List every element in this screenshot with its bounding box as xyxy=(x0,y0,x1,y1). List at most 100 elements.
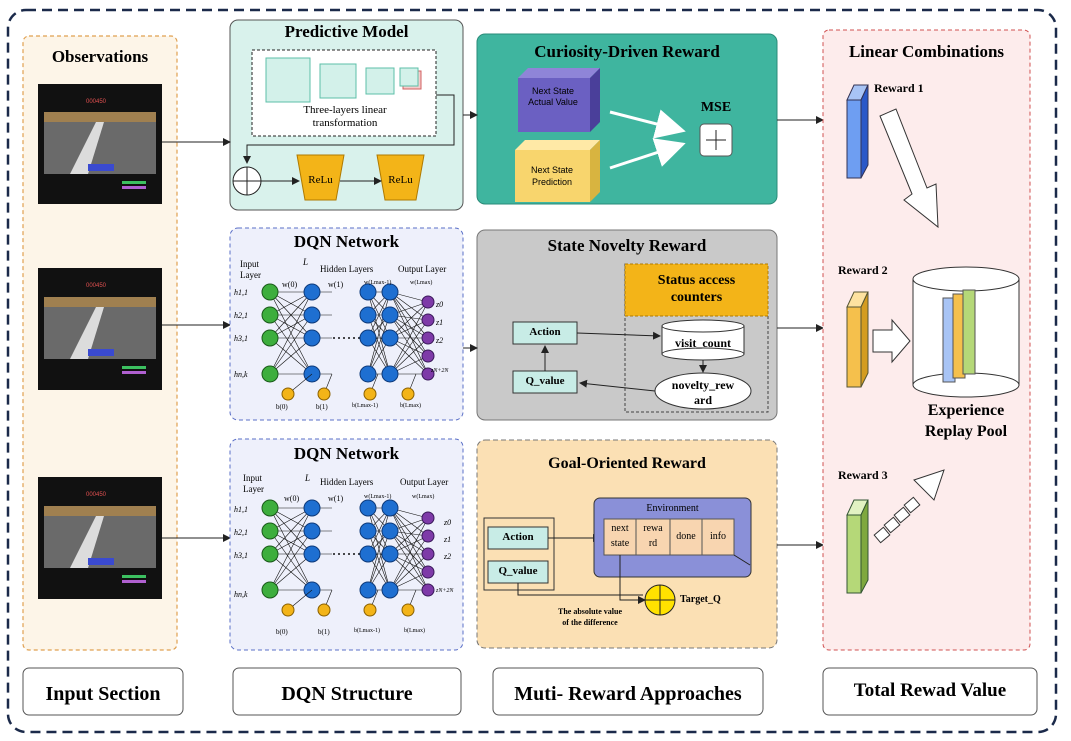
dqn2-input-node xyxy=(261,522,279,540)
env-reward-1: rewa xyxy=(643,523,663,534)
dqn2-wl: w(Lmax-1) xyxy=(364,494,392,500)
dqn1-bias-node xyxy=(281,387,295,401)
novelty-action-label: Action xyxy=(529,326,561,338)
dqn1-hidden-node xyxy=(303,306,321,324)
dqn2-input-layer-label: Input Layer xyxy=(243,473,264,494)
dqn2-h1: h1,1 xyxy=(234,505,248,514)
predictive-title: Predictive Model xyxy=(284,22,409,41)
dqn2-hidden-layers-label: Hidden Layers xyxy=(320,477,374,487)
target-q-label: Target_Q xyxy=(680,594,721,605)
reward3-label: Reward 3 xyxy=(838,468,888,482)
outer-frame xyxy=(6,8,1058,734)
dqn1-title: DQN Network xyxy=(293,232,400,251)
dqn2-hidden-node xyxy=(303,499,321,517)
dqn1-w1: w(1) xyxy=(328,280,344,289)
counters-label: Status access counters xyxy=(657,273,736,305)
dqn2-bias-node xyxy=(363,603,377,617)
dqn1-hidden-layers-label: Hidden Layers xyxy=(320,264,374,274)
dqn1-b1: b(1) xyxy=(316,403,328,411)
dqn1-bias-node xyxy=(317,387,331,401)
linear-title: Linear Combinations xyxy=(848,42,1005,61)
dqn1-hn: hn,k xyxy=(234,370,248,379)
reward1-block xyxy=(846,84,869,179)
dqn1-h2: h2,1 xyxy=(234,311,248,320)
multi-reward-box xyxy=(492,667,764,716)
dqn1-hidden-node xyxy=(359,329,377,347)
env-info: info xyxy=(709,531,727,542)
dqn2-ldn-label: L xyxy=(305,473,311,483)
env-done: done xyxy=(676,531,696,542)
env-next-state-1: next xyxy=(611,523,629,534)
novelty-reward-line1: novelty_rew xyxy=(671,378,735,392)
dqn1-z2: z2 xyxy=(436,336,444,345)
dqn-panel-1 xyxy=(229,227,464,421)
relu-block-2 xyxy=(376,154,425,201)
prediction-cube xyxy=(515,140,600,202)
dqn2-bias-node xyxy=(401,603,415,617)
score-1: 000450 xyxy=(86,99,107,105)
env-reward-2: rd xyxy=(648,538,658,549)
novelty-qvalue-label: Q_value xyxy=(525,375,565,387)
dqn2-hidden-node xyxy=(303,545,321,563)
dqn2-output-node xyxy=(421,565,435,579)
arrow-reward1-icon xyxy=(879,108,939,229)
dqn1-wo: w(Lmax) xyxy=(410,280,433,286)
goal-title: Goal-Oriented Reward xyxy=(548,455,706,472)
visit-count-label: visit_count xyxy=(674,336,731,350)
score-3: 000450 xyxy=(86,492,107,498)
dqn2-hidden-node xyxy=(359,522,377,540)
prediction-label: Next State Prediction xyxy=(530,165,574,187)
dqn1-z1: z1 xyxy=(436,318,444,327)
dqn1-input-node xyxy=(261,329,279,347)
actual-value-cube xyxy=(518,68,600,132)
dqn1-z0: z0 xyxy=(436,300,444,309)
dqn2-h2: h2,1 xyxy=(234,528,248,537)
dqn1-ldn-label: L xyxy=(303,257,309,267)
dqn2-output-node xyxy=(421,547,435,561)
goal-action-label: Action xyxy=(502,531,534,543)
dqn2-output-node xyxy=(421,511,435,525)
dqn1-hidden-node xyxy=(381,283,399,301)
dqn2-z0: z0 xyxy=(444,518,452,527)
dqn1-output-node xyxy=(421,313,435,327)
dqn1-h1: h1,1 xyxy=(234,288,248,297)
dqn1-hidden-node xyxy=(359,306,377,324)
dqn1-ellipsis xyxy=(333,337,360,339)
dqn1-output-node xyxy=(421,367,435,381)
dqn-structure-box xyxy=(232,667,462,716)
dqn2-output-node xyxy=(421,529,435,543)
counters-box xyxy=(624,263,769,317)
dqn1-input-node xyxy=(261,365,279,383)
game-frame-3 xyxy=(38,477,162,599)
novelty-reward-line2: ard xyxy=(694,393,712,407)
dqn1-output-node xyxy=(421,349,435,363)
novelty-title: State Novelty Reward xyxy=(547,236,707,255)
abs-diff-line2: of the difference xyxy=(562,618,618,627)
dqn-structure-label: DQN Structure xyxy=(281,683,413,705)
dqn-panel-2 xyxy=(229,438,464,651)
reward2-block xyxy=(846,291,869,388)
dqn2-wo: w(Lmax) xyxy=(412,494,435,500)
dqn2-hidden-node xyxy=(381,545,399,563)
dqn1-bias-node xyxy=(401,387,415,401)
environment-label: Environment xyxy=(646,503,699,514)
mse-label: MSE xyxy=(700,100,732,115)
total-reward-label: Total Rewad Value xyxy=(853,680,1007,701)
dqn2-w0: w(0) xyxy=(284,494,300,503)
replay-pool-line1: Experience xyxy=(927,402,1005,419)
dqn2-zn: zN+2N xyxy=(436,588,454,594)
game-frame-2 xyxy=(38,268,162,390)
dqn1-bias-node xyxy=(363,387,377,401)
linear-transform-label: Three-layers linear transformation xyxy=(303,104,387,129)
dqn2-w1: w(1) xyxy=(328,494,344,503)
dqn2-title: DQN Network xyxy=(293,444,400,463)
dqn2-hidden-node xyxy=(381,581,399,599)
dqn1-input-node xyxy=(261,283,279,301)
dqn2-bias-node xyxy=(317,603,331,617)
dqn1-b0: b(0) xyxy=(276,403,288,411)
multi-reward-label: Muti- Reward Approaches xyxy=(514,683,742,705)
dqn2-bias-node xyxy=(281,603,295,617)
score-2: 000450 xyxy=(86,283,107,289)
dqn2-bo: b(Lmax) xyxy=(404,628,425,634)
